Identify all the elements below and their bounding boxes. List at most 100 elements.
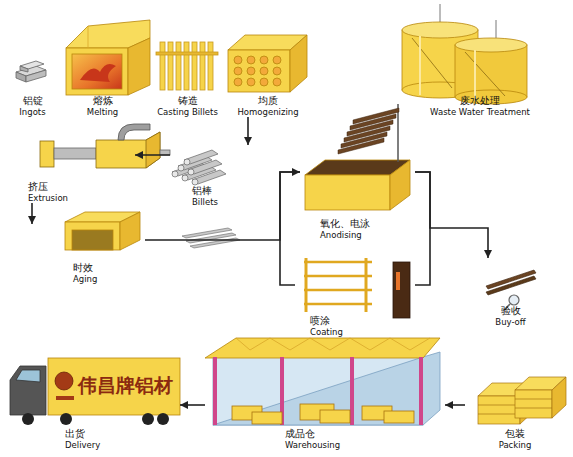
- flow-arrow: [445, 404, 465, 406]
- inspection-profiles: [486, 276, 536, 295]
- billet-stack: [172, 150, 226, 185]
- step-label-zh: 成品仓: [285, 428, 315, 440]
- step-label-en: Anodising: [320, 230, 362, 240]
- packed-pallets: [478, 396, 520, 424]
- homogenizing-furnace: [290, 35, 307, 92]
- process-step: 挤压Extrusion: [10, 120, 135, 203]
- homogenizing-furnace: [247, 78, 255, 86]
- warehouse-building: [350, 357, 354, 425]
- delivery-truck: [10, 358, 180, 425]
- melting-furnace: [66, 48, 128, 95]
- water-tanks: [496, 20, 497, 38]
- aluminium-profiles: [190, 238, 240, 248]
- process-step: 铸造Casting Billets: [150, 35, 225, 117]
- cast-billets: [184, 42, 189, 90]
- cast-billets: [200, 42, 205, 90]
- homogenizing-furnace: [260, 67, 268, 75]
- warehouse-building: [232, 404, 414, 424]
- step-label-zh: 验收: [501, 305, 521, 317]
- billet-stack: [182, 175, 188, 181]
- step-label-zh: 挤压: [28, 181, 48, 193]
- billet-stack: [178, 165, 184, 171]
- coating-rack: [304, 261, 372, 264]
- ingot-stack: [26, 70, 46, 82]
- flow-arrow: [180, 404, 205, 406]
- warehouse-building: [236, 338, 430, 350]
- delivery-truck: [16, 370, 40, 382]
- step-label-en: Packing: [499, 440, 532, 450]
- melting-furnace: [72, 54, 122, 89]
- delivery-truck: [157, 413, 169, 425]
- anodising-tank: [390, 160, 410, 210]
- homogenizing-furnace: [228, 50, 290, 92]
- delivery-truck: [48, 358, 180, 415]
- homogenizing-furnace: [234, 67, 242, 75]
- extrusion-press: [118, 124, 150, 140]
- cast-billets: [176, 42, 181, 90]
- ingot-stack: [16, 72, 26, 82]
- coating-rack: [304, 258, 410, 318]
- flow-arrow: [415, 172, 430, 285]
- extrusion-press: [160, 150, 170, 155]
- cast-billets: [156, 52, 218, 55]
- water-tanks: [419, 36, 421, 95]
- process-step: 废水处理Waste Water Treatment: [395, 3, 565, 117]
- billet-stack: [192, 179, 198, 185]
- homogenizing-furnace: [260, 56, 268, 64]
- process-step: 包装Packing: [465, 370, 565, 450]
- warehouse-building: [205, 338, 440, 358]
- extrusion-press: [96, 132, 160, 168]
- packed-pallets: [478, 414, 520, 415]
- billet-stack: [184, 159, 190, 165]
- water-tanks: [412, 38, 452, 88]
- flow-arrow: [415, 172, 488, 258]
- cast-billets: [168, 42, 173, 90]
- delivery-truck: [22, 413, 34, 425]
- delivery-truck: [56, 396, 74, 400]
- step-label-en: Melting: [87, 107, 118, 117]
- process-step: 氧化、电泳Anodising: [300, 105, 415, 240]
- cast-billets: [160, 42, 165, 90]
- inspection-profiles: [509, 295, 519, 305]
- warehouse-building: [252, 412, 282, 424]
- warehouse-building: [384, 411, 414, 423]
- packed-pallets: [478, 405, 520, 406]
- homogenizing-furnace: [273, 67, 281, 75]
- step-label-en: Waste Water Treatment: [430, 107, 530, 117]
- homogenizing-furnace: [247, 67, 255, 75]
- step-label-en: Extrusion: [28, 193, 68, 203]
- process-step: 熔炼Melting: [55, 20, 150, 117]
- water-tanks: [455, 45, 527, 97]
- step-label-en: Buy-off: [495, 317, 525, 327]
- process-step: 均质Homogenizing: [222, 30, 314, 117]
- extrusion-press: [40, 141, 54, 167]
- billet-stack: [184, 150, 218, 164]
- extrusion-press: [40, 124, 170, 168]
- packed-pallets: [515, 399, 552, 400]
- step-label-en: Warehousing: [285, 440, 340, 450]
- melting-furnace: [128, 38, 150, 95]
- delivery-truck: [60, 413, 72, 425]
- process-step: 时效Aging: [25, 224, 145, 284]
- step-label-zh: 喷涂: [310, 315, 330, 327]
- homogenizing-furnace: [234, 56, 242, 64]
- cast-billets: [156, 42, 218, 90]
- step-label-zh: 均质: [258, 95, 278, 107]
- delivery-truck: [142, 413, 154, 425]
- flow-arrow: [247, 117, 249, 145]
- water-tanks: [440, 4, 441, 22]
- aging-oven: [72, 230, 113, 250]
- truck-brand: 伟昌牌铝材: [78, 373, 173, 399]
- homogenizing-furnace: [260, 78, 268, 86]
- step-label-zh: 废水处理: [460, 95, 500, 107]
- cast-billets: [192, 42, 197, 90]
- aging-oven: [120, 212, 140, 250]
- water-tanks: [455, 38, 527, 52]
- extrusion-press: [54, 148, 96, 159]
- extrusion-press: [146, 132, 160, 168]
- flow-arrow: [135, 154, 170, 156]
- billet-stack: [172, 171, 178, 177]
- step-label-en: Ingots: [19, 107, 45, 117]
- coating-rack: [304, 275, 372, 278]
